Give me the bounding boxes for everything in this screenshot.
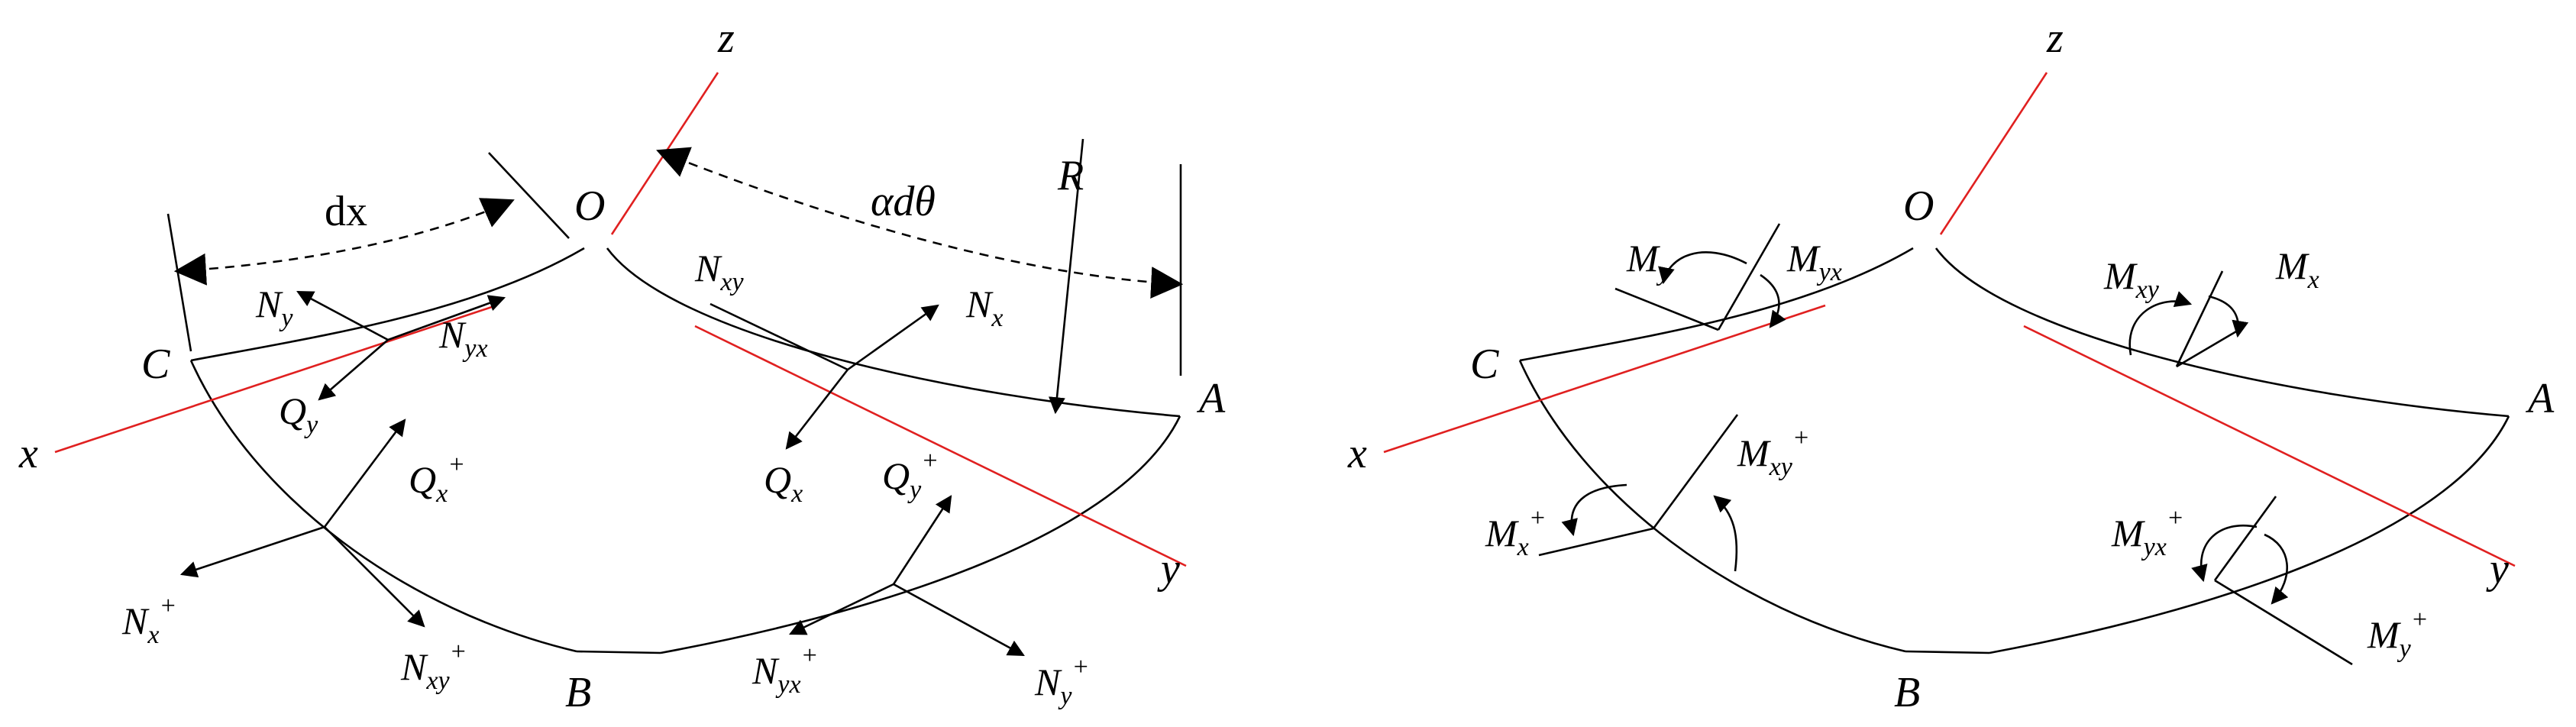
label-q-y: Qy [279, 389, 318, 439]
label-n-x: Nx [965, 283, 1003, 332]
right-moment-vectors [1538, 223, 2353, 666]
label-m-xy: Mxy [2103, 254, 2160, 304]
left-corner-b-label: B [565, 669, 591, 716]
right-panel-moment-diagram: z x y O A B C My Myx Mxy Mx Mx+ Mxy+ Myx… [1347, 15, 2555, 716]
label-n-xy-plus: Nxy+ [400, 638, 467, 695]
left-angle-label: αdθ [871, 178, 936, 225]
right-axis-y-label: y [2486, 545, 2509, 593]
left-axis-x-label: x [18, 430, 38, 477]
left-force-vectors [179, 290, 1025, 657]
right-corner-c-label: C [1470, 341, 1499, 388]
left-radius-label: R [1057, 152, 1084, 199]
label-n-x-plus: Nx+ [121, 592, 176, 649]
label-q-y-plus: Qy+ [882, 447, 939, 504]
right-labels: z x y O A B C My Myx Mxy Mx Mx+ Mxy+ Myx… [1347, 15, 2555, 716]
right-origin-label: O [1903, 183, 1934, 230]
label-m-y: My [1626, 237, 1671, 286]
label-n-y-plus: Ny+ [1034, 653, 1089, 710]
left-axis-y-label: y [1157, 545, 1180, 593]
label-n-xy: Nxy [694, 247, 744, 296]
left-shell-outline [189, 247, 1181, 654]
label-m-x-plus: Mx+ [1485, 504, 1547, 561]
left-labels: z x y O A B C R dx αdθ Ny Nyx Qy Nxy Nx … [18, 15, 1226, 716]
label-n-yx-plus: Nyx+ [751, 641, 819, 699]
left-origin-label: O [574, 183, 605, 230]
left-panel-force-diagram: z x y O A B C R dx αdθ Ny Nyx Qy Nxy Nx … [18, 15, 1226, 716]
left-corner-a-label: A [1196, 375, 1226, 422]
label-m-x: Mx [2275, 244, 2319, 294]
label-m-y-plus: My+ [2367, 606, 2429, 663]
label-n-yx: Nyx [438, 313, 488, 363]
label-q-x-plus: Qx+ [409, 451, 465, 508]
left-axis-z-label: z [717, 15, 735, 62]
left-dx-label: dx [325, 188, 367, 235]
left-construction-lines [166, 138, 1184, 415]
right-axis-x-label: x [1347, 430, 1367, 477]
label-m-xy-plus: Mxy+ [1737, 424, 1810, 481]
right-corner-a-label: A [2525, 375, 2555, 422]
label-m-yx-plus: Myx+ [2111, 504, 2184, 561]
label-q-x: Qx [764, 458, 803, 508]
right-red-axes [1383, 72, 2516, 567]
right-axis-z-label: z [2046, 15, 2064, 62]
right-corner-b-label: B [1894, 669, 1920, 716]
left-red-axes [54, 72, 1187, 567]
label-n-y: Ny [255, 283, 293, 332]
label-m-yx: Myx [1786, 237, 1842, 286]
left-corner-c-label: C [141, 341, 170, 388]
